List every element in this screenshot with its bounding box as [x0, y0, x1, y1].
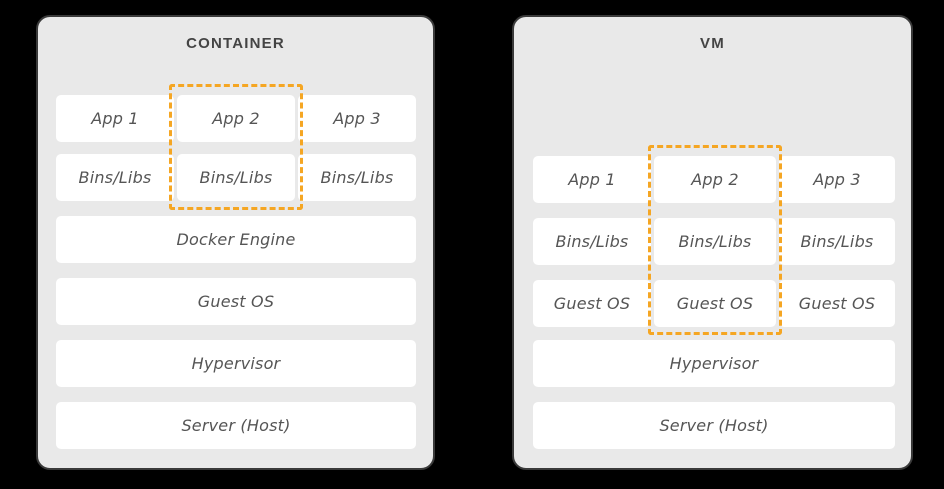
panel-container-title: CONTAINER: [186, 35, 285, 52]
vm-server-host: Server (Host): [533, 402, 895, 449]
container-bins-2: Bins/Libs: [177, 154, 295, 201]
panel-vm-title: VM: [700, 35, 725, 52]
vm-bins-1: Bins/Libs: [533, 218, 651, 265]
container-app-3: App 3: [298, 95, 416, 142]
container-bins-3: Bins/Libs: [298, 154, 416, 201]
vm-app-1: App 1: [533, 156, 651, 203]
container-server-host: Server (Host): [56, 402, 416, 449]
vm-bins-3: Bins/Libs: [779, 218, 895, 265]
panel-container: CONTAINER App 1 App 2 App 3 Bins/Libs Bi…: [36, 15, 435, 470]
vm-guest-os-3: Guest OS: [779, 280, 895, 327]
container-bins-1: Bins/Libs: [56, 154, 174, 201]
vm-hypervisor: Hypervisor: [533, 340, 895, 387]
container-guest-os: Guest OS: [56, 278, 416, 325]
vm-app-2: App 2: [654, 156, 776, 203]
panel-vm: VM App 1 App 2 App 3 Bins/Libs Bins/Libs…: [512, 15, 913, 470]
vm-guest-os-1: Guest OS: [533, 280, 651, 327]
vm-guest-os-2: Guest OS: [654, 280, 776, 327]
container-hypervisor: Hypervisor: [56, 340, 416, 387]
vm-app-3: App 3: [779, 156, 895, 203]
container-docker-engine: Docker Engine: [56, 216, 416, 263]
vm-bins-2: Bins/Libs: [654, 218, 776, 265]
container-app-1: App 1: [56, 95, 174, 142]
container-app-2: App 2: [177, 95, 295, 142]
